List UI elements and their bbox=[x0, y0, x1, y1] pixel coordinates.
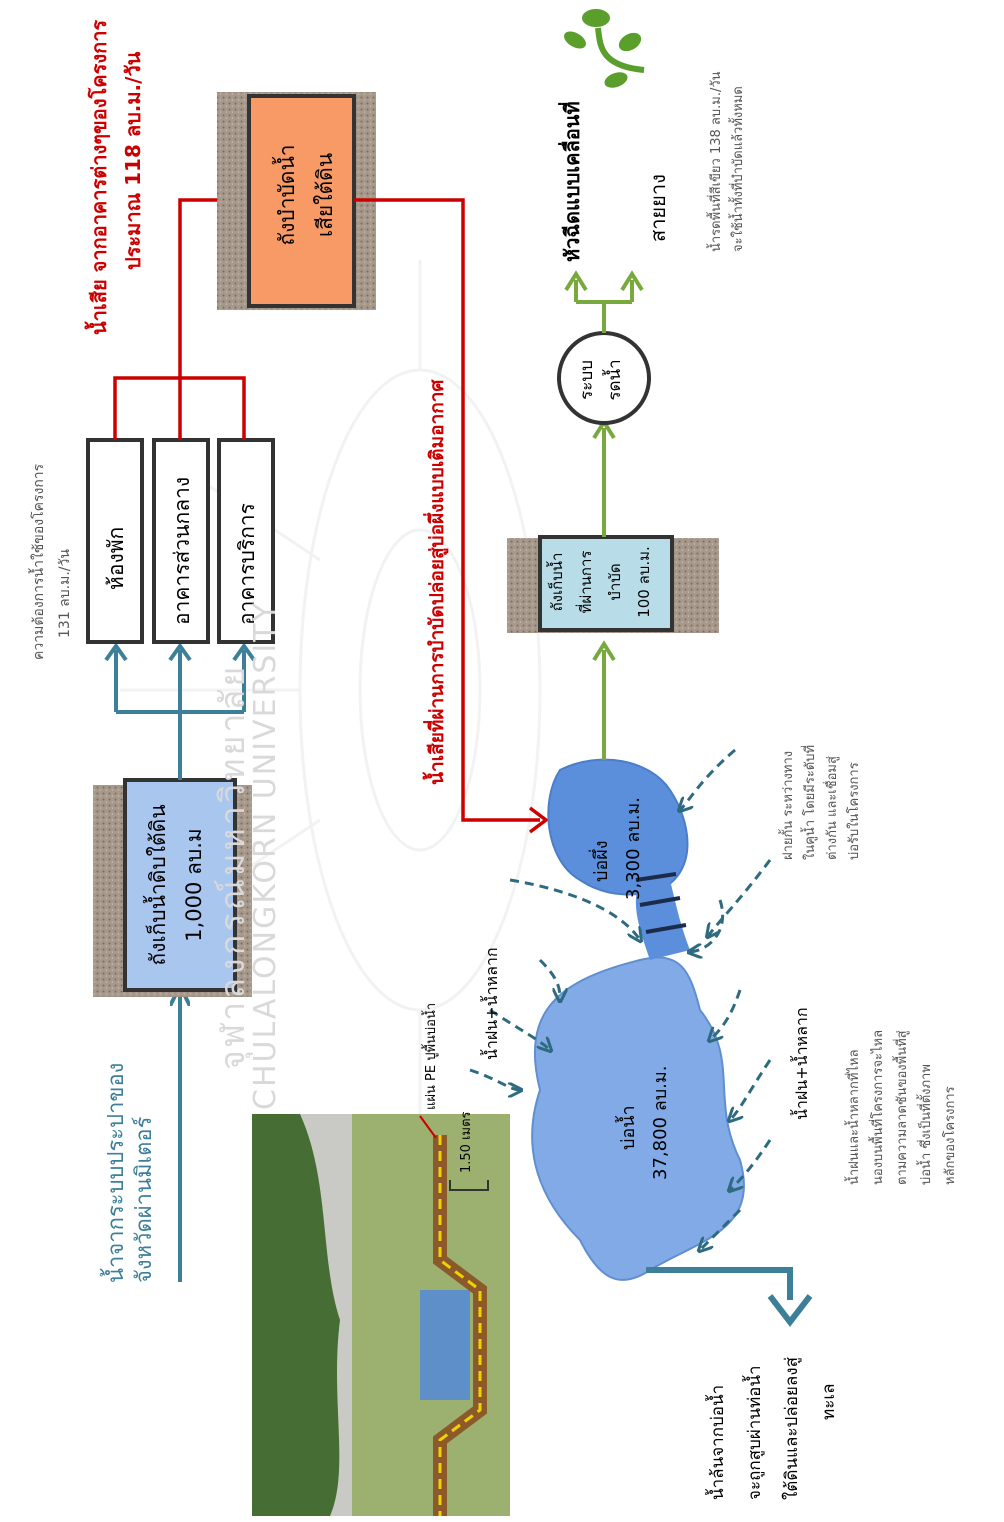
irrigation-note: น้ำรดพื้นที่สีเขียว 138 ลบ.ม./วันจะใช้น้… bbox=[709, 71, 746, 252]
wastewater-collection-lines bbox=[113, 198, 246, 440]
depth-label: 1.50 เมตร bbox=[459, 1111, 474, 1173]
watermark-english: CHULALONGKORN UNIVERSITY bbox=[248, 601, 283, 1110]
green-arrowhead-3 bbox=[564, 270, 588, 292]
weir-note: ฝายกั้น ระหว่างทางในคูน้ำ โดยมีระดับที่ต… bbox=[781, 744, 862, 860]
runoff-note: น้ำฝนและน้ำหลากที่ไหลนองบนพื้นที่โครงการ… bbox=[847, 1029, 958, 1185]
overflow-arrowhead bbox=[767, 1294, 813, 1327]
plant-icon bbox=[564, 9, 645, 88]
green-arrowhead-1 bbox=[592, 640, 616, 662]
sprinkler-label: หัวฉีดแบบเคลื่อนที่ bbox=[560, 101, 584, 262]
weir-line-2 bbox=[639, 896, 681, 907]
wastewater-source-label: น้ำเสีย จากอาคารต่างๆของโครงการประมาณ 11… bbox=[87, 19, 145, 335]
rain-runoff-label-2: น้ำฝน+น้ำหลาก bbox=[792, 1007, 811, 1120]
building-box-service bbox=[217, 438, 275, 644]
building-label-central: อาคารส่วนกลาง bbox=[170, 476, 194, 625]
supply-source-label: น้ำจากระบบประปาของจังหวัดผ่านมิเตอร์ bbox=[104, 1062, 157, 1283]
pond-channel bbox=[635, 880, 690, 960]
supply-distribution-lines bbox=[114, 650, 246, 780]
irrigation-system-label: ระบบรดน้ำ bbox=[577, 359, 625, 401]
hose-label: สายยาง bbox=[646, 174, 670, 242]
pe-liner-label: แผ่น PE ปูพื้นบ่อน้ำ bbox=[424, 1002, 439, 1110]
weir-line-1 bbox=[635, 872, 677, 882]
building-box-central bbox=[152, 438, 210, 644]
wastewater-treatment-tank bbox=[247, 94, 356, 308]
overflow-pipe bbox=[646, 1267, 793, 1300]
depth-bracket bbox=[449, 1180, 489, 1191]
building-label-rooms: ห้องพัก bbox=[104, 526, 128, 590]
overflow-note: น้ำล้นจากบ่อน้ำจะถูกสูบผ่านท่อน้ำใต้ดินแ… bbox=[708, 1357, 839, 1500]
pond-photo bbox=[252, 1114, 510, 1516]
supply-arrowhead-3 bbox=[232, 642, 256, 662]
raw-water-tank bbox=[123, 778, 237, 992]
treated-wastewater-line bbox=[354, 198, 540, 822]
supply-arrowhead-2 bbox=[168, 642, 192, 662]
green-split-lines bbox=[574, 280, 634, 333]
weir-line-3 bbox=[645, 923, 687, 934]
runoff-arrows bbox=[469, 748, 772, 1250]
treatment-tank-label: ถังบำบัดน้ำเสียใต้ดิน bbox=[275, 144, 337, 246]
rain-runoff-label-1: น้ำฝน+น้ำหลาก bbox=[482, 947, 501, 1060]
treated-wastewater-label: น้ำเสียที่ผ่านการบำบัดปล่อยสู่บ่อผึ่งแบบ… bbox=[426, 379, 448, 785]
supply-arrowhead-1 bbox=[104, 642, 128, 662]
green-arrowhead-4 bbox=[620, 270, 644, 292]
treated-wastewater-arrowhead bbox=[528, 806, 549, 834]
